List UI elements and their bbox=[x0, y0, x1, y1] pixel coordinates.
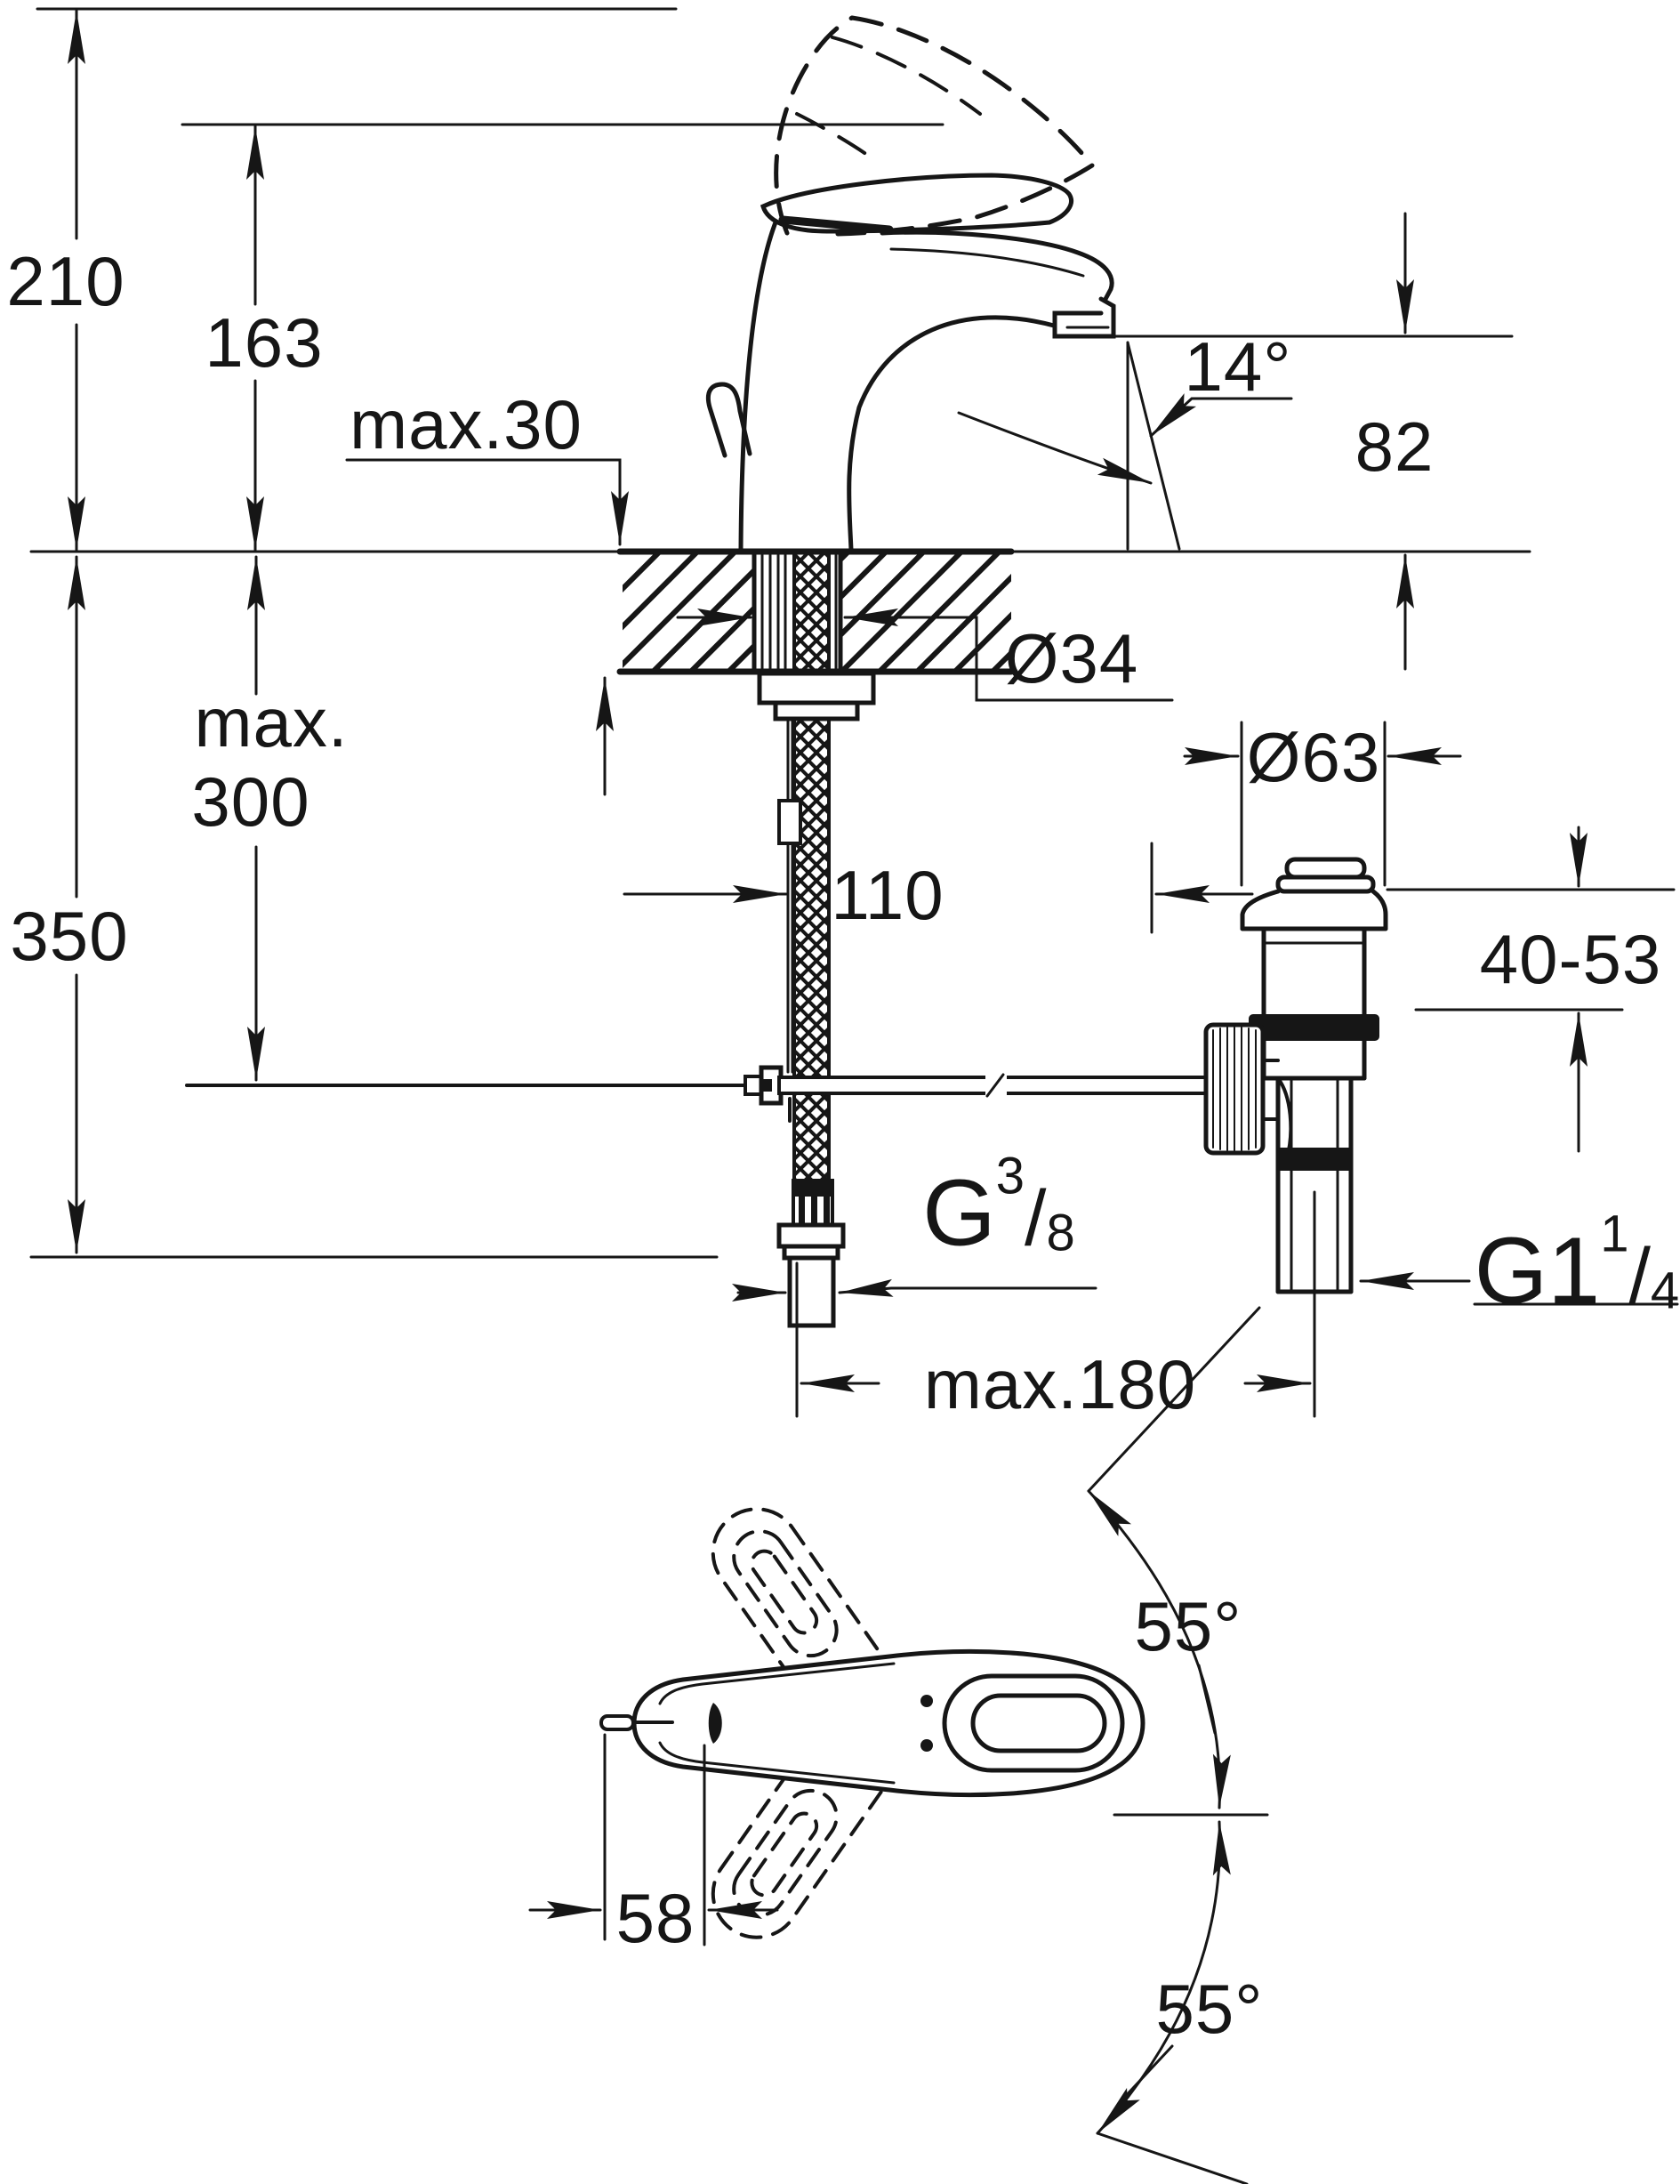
pop-up-waste bbox=[1203, 857, 1388, 1294]
flange-right bbox=[1371, 889, 1388, 931]
swing-radial-lower bbox=[1096, 2132, 1249, 2184]
label-swing-55-upper: 55° bbox=[1134, 1587, 1242, 1665]
label-max-word: max. bbox=[194, 683, 349, 762]
stopper-rim bbox=[1275, 874, 1376, 894]
g114-denominator: 4 bbox=[1650, 1261, 1680, 1320]
swing-arc-upper bbox=[1087, 1489, 1231, 1809]
label-offset-58: 58 bbox=[615, 1879, 695, 1957]
spray-angle-group bbox=[957, 341, 1293, 551]
spout-underside bbox=[847, 315, 1057, 552]
below-deck-assembly bbox=[757, 552, 876, 1181]
spout-inner-line bbox=[889, 247, 1085, 278]
dimension-lines bbox=[68, 9, 1679, 1418]
lever-handle-closed bbox=[760, 173, 1073, 234]
label-swing-55-lower: 55° bbox=[1155, 1970, 1264, 2048]
g38-prefix: G bbox=[922, 1160, 996, 1266]
dim-g38-right-leader bbox=[838, 1278, 1097, 1297]
label-deck-max30: max.30 bbox=[350, 385, 583, 463]
handle-dot bbox=[920, 1739, 933, 1752]
body-left-edge bbox=[738, 220, 778, 552]
swing-arc-lower bbox=[1096, 1820, 1231, 2135]
stopper-cap bbox=[1284, 857, 1367, 880]
counter-hatch-left bbox=[623, 553, 754, 672]
swing-radial-upper bbox=[1087, 1306, 1261, 1493]
seal-ring bbox=[1249, 1014, 1379, 1041]
label-center-110: 110 bbox=[831, 856, 944, 934]
rod-bead bbox=[777, 799, 802, 845]
counter-hatch-right bbox=[840, 553, 1011, 672]
label-leader-55-upper bbox=[1197, 1664, 1217, 1735]
g114-numerator: 1 bbox=[1600, 1205, 1629, 1263]
spout-top-edge bbox=[880, 230, 1114, 303]
knurl-lines bbox=[1212, 1027, 1257, 1151]
lever-handle-raised-dashed bbox=[774, 15, 1095, 237]
label-spout-height-82: 82 bbox=[1354, 407, 1435, 486]
locknut bbox=[757, 671, 876, 705]
pull-rod-knob bbox=[705, 382, 752, 458]
thread-bar bbox=[799, 1195, 805, 1225]
dim-max30-leader bbox=[345, 458, 629, 546]
label-adjust-4053: 40-53 bbox=[1479, 920, 1662, 998]
braided-hose bbox=[794, 553, 829, 1179]
label-reach-max180: max.180 bbox=[923, 1345, 1197, 1423]
aerator-housing bbox=[1052, 296, 1116, 339]
flange-left bbox=[1240, 889, 1281, 931]
label-height-210: 210 bbox=[6, 242, 125, 320]
top-view bbox=[528, 1306, 1269, 2184]
label-waste-dia-63: Ø63 bbox=[1246, 718, 1381, 796]
label-height-163: 163 bbox=[205, 303, 324, 382]
clevis-detail bbox=[763, 1079, 772, 1092]
handle-body-junction bbox=[778, 215, 894, 234]
pop-up-linkage bbox=[185, 1065, 1213, 1106]
dim-34-right-leader bbox=[843, 608, 1174, 702]
label-hose-350: 350 bbox=[10, 897, 129, 975]
thread-bar bbox=[824, 1195, 830, 1225]
label-spray-angle-14: 14° bbox=[1184, 327, 1292, 406]
logo-mark bbox=[708, 1703, 722, 1744]
clevis-pin bbox=[744, 1075, 763, 1096]
faucet-side-view bbox=[705, 15, 1116, 552]
spray-angle-leader bbox=[1149, 393, 1293, 438]
pull-rod-pin bbox=[599, 1714, 635, 1731]
g38-numerator: 3 bbox=[995, 1147, 1025, 1205]
lever-inner-line-bottom bbox=[658, 1741, 896, 1785]
water-stream-tilted bbox=[1126, 341, 1181, 551]
lever-inner-line-top bbox=[658, 1662, 896, 1705]
g38-denominator: 8 bbox=[1046, 1204, 1075, 1262]
g114-prefix: G1 bbox=[1474, 1218, 1601, 1324]
label-hole-dia-34: Ø34 bbox=[1004, 619, 1139, 697]
thread-bar bbox=[811, 1195, 817, 1225]
label-thread-g38: G3/8 bbox=[922, 1147, 1075, 1262]
tailpipe-thread-band bbox=[1278, 1148, 1351, 1171]
handle-dot bbox=[920, 1695, 933, 1707]
supply-hose-fitting bbox=[776, 1179, 846, 1328]
label-thread-g114: G11/4 bbox=[1475, 1208, 1680, 1320]
fitting-collar bbox=[792, 1179, 834, 1195]
g38-slash: / bbox=[1025, 1173, 1047, 1262]
label-depth-300: 300 bbox=[191, 762, 310, 841]
label-leader-55-lower bbox=[1121, 2044, 1174, 2101]
g114-slash: / bbox=[1628, 1231, 1651, 1320]
spray-angle-arc bbox=[957, 411, 1153, 485]
locknut-step bbox=[773, 700, 860, 721]
rod-break-mark bbox=[985, 1073, 1005, 1098]
fitting-nut bbox=[776, 1222, 846, 1249]
